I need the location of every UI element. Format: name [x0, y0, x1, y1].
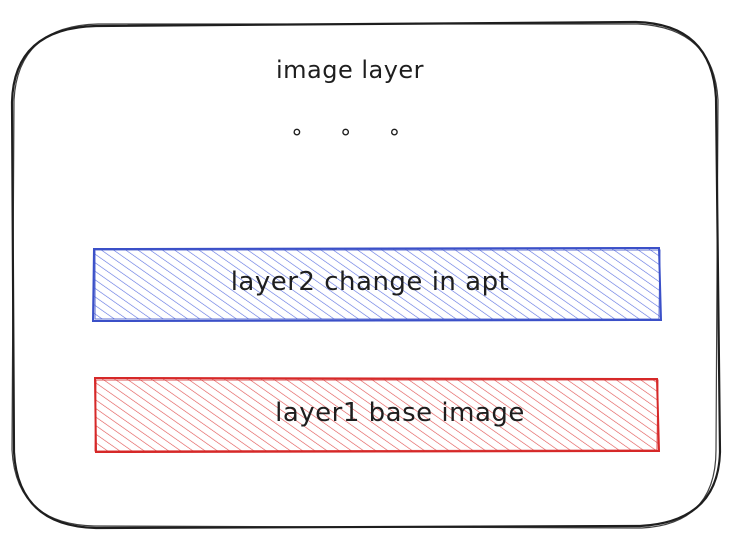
image-layer-title: image layer: [275, 56, 425, 84]
ellipsis-dots: ∘ ∘ ∘: [290, 120, 416, 145]
image-layer-container: [10, 20, 722, 530]
layer2-label: layer2 change in apt: [230, 267, 510, 297]
layer1-label: layer1 base image: [275, 398, 525, 428]
layer1-box: [93, 376, 661, 454]
layer2-box: [91, 246, 663, 323]
